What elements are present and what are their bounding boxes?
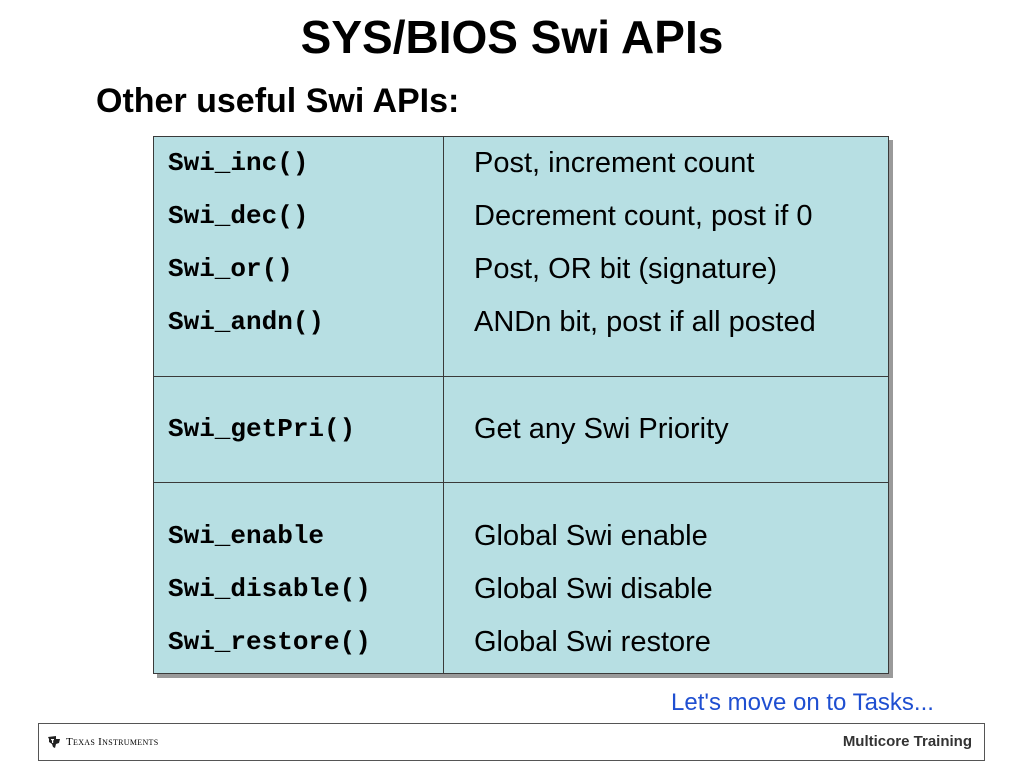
function-cell: Swi_enable Swi_disable() Swi_restore()	[153, 482, 444, 674]
function-name: Swi_andn()	[168, 307, 325, 337]
footer-bar: Texas Instruments Multicore Training	[38, 723, 985, 761]
table-group: Swi_inc() Swi_dec() Swi_or() Swi_andn() …	[153, 136, 889, 377]
function-name: Swi_disable()	[168, 574, 371, 604]
function-name: Swi_getPri()	[168, 414, 356, 444]
function-name: Swi_restore()	[168, 627, 371, 657]
function-description: Decrement count, post if 0	[474, 200, 813, 232]
function-description: ANDn bit, post if all posted	[474, 306, 816, 338]
function-description: Get any Swi Priority	[474, 413, 729, 445]
ti-logo-text: Texas Instruments	[66, 736, 159, 748]
function-description: Global Swi disable	[474, 573, 713, 605]
function-name: Swi_inc()	[168, 148, 309, 178]
table-group: Swi_enable Swi_disable() Swi_restore() G…	[153, 482, 889, 674]
next-topic-link[interactable]: Let's move on to Tasks...	[671, 689, 934, 716]
function-name: Swi_enable	[168, 521, 325, 551]
function-description: Post, OR bit (signature)	[474, 253, 777, 285]
function-cell: Swi_getPri()	[153, 376, 444, 483]
slide-subtitle: Other useful Swi APIs:	[96, 82, 460, 120]
description-cell: Get any Swi Priority	[443, 376, 889, 483]
function-name: Swi_dec()	[168, 201, 309, 231]
texas-instruments-logo-icon	[48, 736, 60, 748]
function-name: Swi_or()	[168, 254, 293, 284]
function-description: Post, increment count	[474, 147, 755, 179]
function-description: Global Swi enable	[474, 520, 708, 552]
ti-logo: Texas Instruments	[47, 734, 158, 750]
function-cell: Swi_inc() Swi_dec() Swi_or() Swi_andn()	[153, 136, 444, 377]
description-cell: Post, increment count Decrement count, p…	[443, 136, 889, 377]
description-cell: Global Swi enable Global Swi disable Glo…	[443, 482, 889, 674]
function-description: Global Swi restore	[474, 626, 711, 658]
slide-title: SYS/BIOS Swi APIs	[300, 11, 724, 63]
table-group: Swi_getPri() Get any Swi Priority	[153, 376, 889, 483]
footer-course-title: Multicore Training	[842, 733, 972, 750]
swi-api-table: Swi_inc() Swi_dec() Swi_or() Swi_andn() …	[153, 136, 889, 674]
